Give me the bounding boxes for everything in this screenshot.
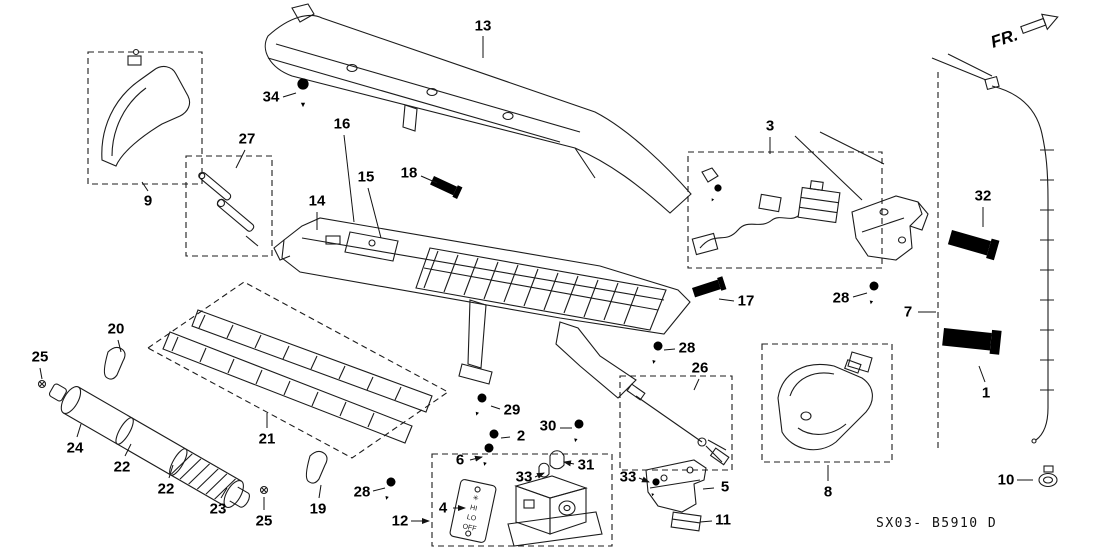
part-label-14: 14	[309, 193, 326, 210]
part-label-10: 10	[998, 472, 1015, 489]
leader-line-5	[702, 487, 715, 490]
leader-line-6	[469, 455, 483, 462]
leader-line-22	[124, 443, 132, 457]
part-label-26: 26	[692, 360, 709, 377]
part-label-27: 27	[239, 131, 256, 148]
leader-line-33	[638, 476, 650, 483]
screw-25-right-icon	[259, 485, 269, 495]
part-label-24: 24	[67, 440, 84, 457]
leader-line-29	[490, 405, 501, 410]
wire-harness-3-drawing	[687, 131, 929, 269]
leader-line-23	[220, 487, 228, 499]
part-label-12: 12	[392, 513, 409, 530]
part-label-3: 3	[766, 118, 774, 135]
part-label-21: 21	[259, 431, 276, 448]
control-cable-26-drawing	[619, 375, 733, 471]
leader-line-15	[367, 187, 382, 239]
leader-line-28	[372, 487, 386, 492]
part-label-33: 33	[516, 469, 533, 486]
leader-line-19	[318, 484, 322, 499]
rear-tray-lid-13-drawing	[264, 3, 692, 214]
part-label-33: 33	[620, 469, 637, 486]
leader-line-16	[343, 134, 355, 223]
block-11-drawing	[670, 511, 702, 532]
tube-assembly-7-drawing	[931, 53, 1054, 450]
leader-line-9	[141, 181, 149, 192]
clip-20-icon	[103, 346, 126, 380]
part-label-15: 15	[358, 169, 375, 186]
corner-garnish-9-drawing	[87, 48, 203, 185]
part-label-25: 25	[256, 513, 273, 530]
part-label-1: 1	[982, 385, 990, 402]
part-label-22: 22	[114, 459, 131, 476]
plate-label-off: OFF	[462, 523, 477, 533]
leader-line-28	[852, 292, 868, 298]
part-label-31: 31	[578, 457, 595, 474]
roller-blind-24-22-23-drawing	[48, 383, 250, 509]
part-label-4: 4	[439, 500, 448, 517]
leader-line-1	[978, 365, 986, 383]
part-label-20: 20	[108, 321, 125, 338]
part-label-22: 22	[158, 481, 175, 498]
leader-line-33	[534, 472, 545, 479]
bracket-5-drawing	[645, 459, 707, 513]
link-rods-27-drawing	[185, 155, 273, 257]
part-label-30: 30	[540, 418, 557, 435]
leader-line-31	[563, 460, 575, 467]
part-label-32: 32	[975, 188, 992, 205]
part-label-17: 17	[738, 293, 755, 310]
part-label-28: 28	[354, 484, 371, 501]
part-label-16: 16	[334, 116, 351, 133]
leader-line-24	[76, 423, 82, 438]
part-label-25: 25	[32, 349, 49, 366]
leader-line-34	[282, 92, 297, 98]
clip-19-icon	[305, 450, 328, 484]
switch-plate-4: ✳ HI LO OFF	[449, 479, 497, 543]
part-label-8: 8	[824, 484, 832, 501]
leader-line-22	[168, 464, 174, 479]
leader-line-25	[39, 367, 43, 380]
part-label-2: 2	[517, 428, 525, 445]
fr-arrow-head	[1040, 13, 1059, 31]
part-label-29: 29	[504, 402, 521, 419]
part-label-34: 34	[263, 89, 280, 106]
leader-line-26	[693, 378, 700, 391]
side-garnish-8-drawing	[761, 343, 893, 463]
leader-line-17	[718, 298, 735, 302]
leader-line-18	[420, 175, 438, 184]
part-label-9: 9	[144, 193, 152, 210]
part-label-11: 11	[715, 512, 731, 529]
fan-icon: ✳	[472, 494, 480, 503]
leader-line-2	[500, 436, 511, 439]
leader-line-28	[663, 348, 676, 351]
plate-label-lo: LO	[466, 514, 477, 523]
switch-unit-12-drawing: ✳ HI LO OFF	[431, 450, 613, 547]
tray-frame-14-drawing	[273, 217, 691, 399]
part-label-19: 19	[310, 501, 327, 518]
leader-line-27	[235, 149, 246, 169]
screw-25-left-icon	[37, 379, 47, 389]
part-label-13: 13	[475, 18, 492, 35]
part-label-28: 28	[679, 340, 696, 357]
part-label-5: 5	[721, 479, 729, 496]
part-label-7: 7	[904, 304, 912, 321]
leader-line-20	[117, 339, 122, 353]
leader-line-11	[699, 520, 713, 523]
part-labels-layer: 13 34 16 27 15 18 3 9 14 32 17 28 7 20 25 28 26 1 29 2 30 21 2…	[32, 18, 1033, 530]
grommet-10-icon	[1038, 465, 1058, 488]
slide-rails-21-drawing	[146, 281, 450, 459]
diagram-code: SX03- B5910 D	[876, 516, 997, 531]
plate-label-hi: HI	[469, 504, 477, 512]
part-label-23: 23	[210, 501, 227, 518]
part-label-18: 18	[401, 165, 418, 182]
part-label-6: 6	[456, 452, 464, 469]
part-label-28: 28	[833, 290, 850, 307]
